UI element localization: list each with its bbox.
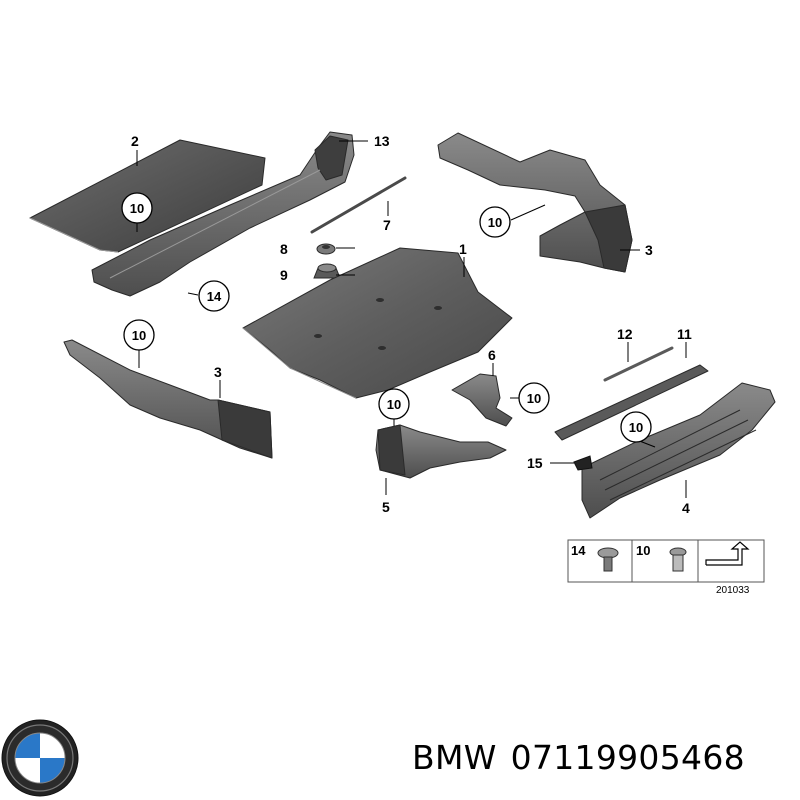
part-number: 07119905468 — [510, 738, 745, 777]
brand-name: BMW — [412, 738, 497, 777]
callout-13: 13 — [374, 133, 390, 149]
callout-12: 12 — [617, 326, 633, 342]
part-7-rod — [310, 176, 407, 234]
callout-2: 2 — [131, 133, 139, 149]
callout-10-trunk-panel: 10 — [121, 192, 153, 224]
part-5-side-bracket — [375, 424, 507, 479]
callout-7: 7 — [383, 217, 391, 233]
push-rivet-icon — [597, 547, 619, 572]
part-6-small-bracket — [451, 373, 513, 427]
callout-1: 1 — [459, 241, 467, 257]
svg-text:10: 10 — [488, 215, 502, 230]
callout-6: 6 — [488, 347, 496, 363]
part-3-upper-bracket — [437, 132, 633, 273]
part-12-rod — [603, 346, 674, 382]
callout-15: 15 — [527, 455, 543, 471]
callout-3-upper: 3 — [645, 242, 653, 258]
svg-text:10: 10 — [527, 391, 541, 406]
legend-item-10: 10 — [636, 543, 650, 558]
callout-14-side-rail: 14 — [198, 280, 230, 312]
svg-text:10: 10 — [387, 397, 401, 412]
brand-caption: BMW 07119905468 — [412, 738, 759, 777]
callout-10-lower-bracket: 10 — [123, 319, 155, 351]
svg-text:10: 10 — [130, 201, 144, 216]
part-2-trunk-panel — [29, 139, 266, 253]
callout-10-small-bracket: 10 — [518, 382, 550, 414]
diagram-ref-code: 201033 — [716, 585, 750, 596]
callout-9: 9 — [280, 267, 288, 283]
part-14-side-rail — [91, 131, 355, 297]
clip-fastener-icon — [669, 547, 687, 572]
callout-10-side-bracket: 10 — [378, 388, 410, 420]
fastener-legend: 14 10 201033 — [567, 539, 765, 596]
part-11-strip — [554, 364, 709, 441]
part-4-grille-trim — [581, 382, 776, 519]
callout-5: 5 — [382, 499, 390, 515]
part-15-tab — [573, 455, 593, 471]
leader-lines — [136, 140, 687, 498]
svg-text:14: 14 — [207, 289, 222, 304]
part-1-floor-cover — [242, 247, 513, 399]
svg-text:10: 10 — [132, 328, 146, 343]
callout-3-lower: 3 — [214, 364, 222, 380]
bracket-symbol-icon — [705, 541, 750, 566]
callout-10-grille-trim: 10 — [620, 411, 652, 443]
callout-10-upper-bracket: 10 — [479, 206, 511, 238]
bmw-logo — [1, 719, 79, 797]
legend-item-14: 14 — [571, 543, 586, 558]
svg-text:10: 10 — [629, 420, 643, 435]
callout-4: 4 — [682, 500, 690, 516]
part-3-lower-bracket — [63, 339, 273, 459]
callout-8: 8 — [280, 241, 288, 257]
part-9-nut — [313, 263, 341, 279]
callout-11: 11 — [677, 326, 692, 342]
